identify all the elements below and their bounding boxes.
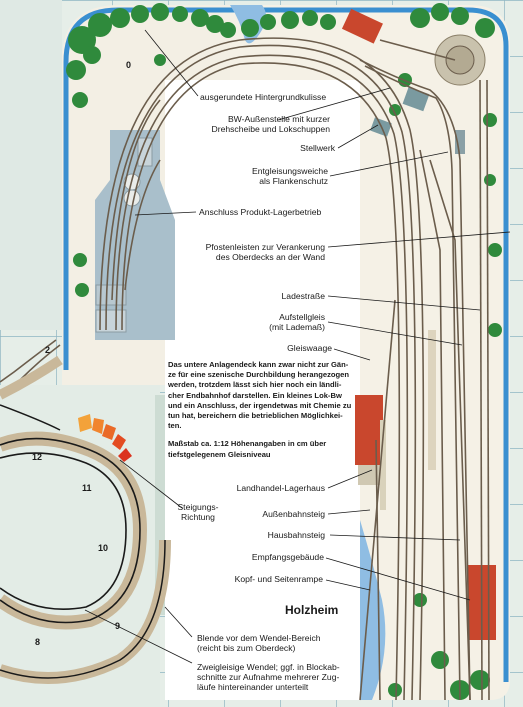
left-wall-panel xyxy=(0,0,62,330)
label-pfosten-line1: Pfostenleisten zur Verankerung xyxy=(205,242,325,252)
height-marker-9: 9 xyxy=(115,621,121,631)
main-tracks xyxy=(0,37,490,701)
label-hintergrundkulisse: ausgerundete Hintergrundkulisse xyxy=(200,92,327,102)
label-landhandel: Landhandel-Lagerhaus xyxy=(236,483,325,493)
label-steigung-line2: Richtung xyxy=(181,512,215,522)
height-marker-0: 0 xyxy=(126,60,132,70)
label-blende-line1: Blende vor dem Wendel-Bereich xyxy=(197,633,321,643)
text-column xyxy=(165,80,360,700)
description-line: und ein Anschluss, der irgendetwas mit C… xyxy=(168,400,352,410)
label-aufstell-line1: Aufstellgleis xyxy=(279,312,325,322)
tree-group xyxy=(66,3,502,700)
label-anschluss: Anschluss Produkt-Lagerbetrieb xyxy=(199,207,322,217)
description-block: Das untere Anlagendeck kann zwar nicht z… xyxy=(168,360,358,460)
description-line: tun hat, bereichern die betrieblichen Mö… xyxy=(168,411,343,421)
scale-line: Maßstab ca. 1:12 Höhenangaben in cm über xyxy=(168,439,327,449)
label-ladestrasse: Ladestraße xyxy=(281,291,325,301)
label-wendel-line3: läufe hintereinander unterteilt xyxy=(197,682,309,692)
gradient-arrows xyxy=(78,414,132,462)
label-entgleisung-line2: als Flankenschutz xyxy=(259,176,328,186)
helix-tracks xyxy=(0,355,171,684)
label-stellwerk: Stellwerk xyxy=(300,143,335,153)
label-pfosten-line2: des Oberdecks an der Wand xyxy=(215,252,325,262)
height-marker-10: 10 xyxy=(98,543,109,553)
height-marker-2: 2 xyxy=(45,345,51,355)
description-line: cher Endbahnhof darstellen. Ein kleines … xyxy=(168,390,342,400)
leader-lines xyxy=(84,29,511,664)
label-kopframpe: Kopf- und Seitenrampe xyxy=(234,574,323,584)
station-name: Holzheim xyxy=(285,603,339,617)
scale-line: tiefstgelegenem Gleisniveau xyxy=(168,449,271,459)
label-steigung-line1: Steigungs- xyxy=(177,502,219,512)
height-marker-8: 8 xyxy=(35,637,41,647)
description-line: Das untere Anlagendeck kann zwar nicht z… xyxy=(168,360,349,369)
label-bw-line1: BW-Außenstelle mit kurzer xyxy=(227,114,330,124)
label-hausbahnsteig: Hausbahnsteig xyxy=(267,530,325,540)
label-aussenbahnsteig: Außenbahnsteig xyxy=(262,509,325,519)
label-entgleisung-line1: Entgleisungsweiche xyxy=(252,166,328,176)
description-line: ze für eine szenische Durchbildung heran… xyxy=(168,370,350,380)
label-wendel-line1: Zweigleisige Wendel; ggf. in Blockab- xyxy=(197,662,340,672)
label-aufstell-line2: (mit Lademaß) xyxy=(269,322,325,332)
height-marker-11: 11 xyxy=(82,483,92,493)
height-marker-12: 12 xyxy=(32,452,43,462)
label-blende-line2: (reicht bis zum Oberdeck) xyxy=(197,643,296,653)
description-line: ten. xyxy=(168,421,182,431)
label-bw-line2: Drehscheibe und Lokschuppen xyxy=(211,124,331,134)
label-wendel-line2: schnitte zur Aufnahme mehrerer Zug- xyxy=(197,672,340,682)
description-line: werden, trotzdem lässt sich hier noch ei… xyxy=(168,380,342,390)
label-empfang: Empfangsgebäude xyxy=(251,552,324,562)
label-gleiswaage: Gleiswaage xyxy=(287,343,332,353)
